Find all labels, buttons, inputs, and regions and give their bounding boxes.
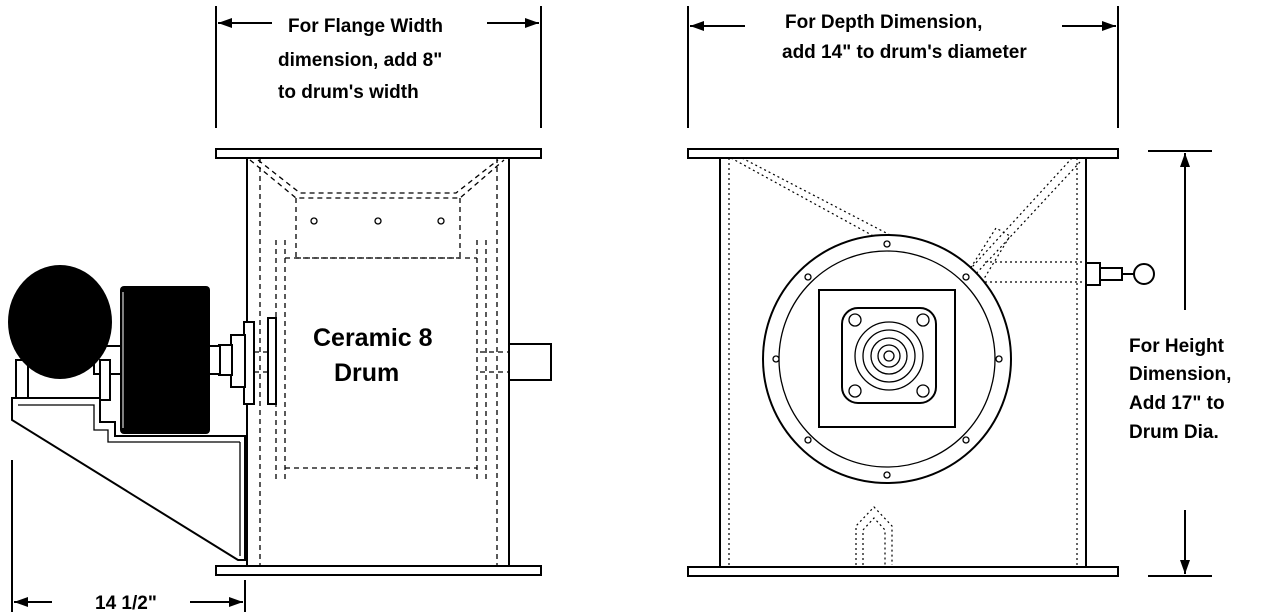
motor-end-cap [8, 265, 112, 379]
side-drum: Ceramic 8 Drum [275, 240, 487, 483]
depth-line-2: add 14" to drum's diameter [782, 42, 1027, 63]
front-bearing [818, 289, 956, 428]
side-shaft [480, 343, 552, 381]
flange-width-line-1: For Flange Width [288, 16, 443, 37]
height-line-2: Dimension, [1129, 364, 1231, 385]
depth-line-1: For Depth Dimension, [785, 12, 982, 33]
height-dimension: For Height Dimension, Add 17" to Drum Di… [1129, 150, 1231, 577]
front-view: For Depth Dimension, add 14" to drum's d… [687, 6, 1231, 577]
front-housing [687, 148, 1119, 577]
base-offset-dimension: 14 1/2" [11, 460, 246, 614]
height-line-3: Add 17" to [1129, 393, 1225, 414]
drum-label-line-1: Ceramic 8 [313, 324, 433, 352]
flange-width-dimension: For Flange Width dimension, add 8" to dr… [215, 6, 542, 128]
drum-label-line-2: Drum [334, 359, 399, 387]
depth-dimension: For Depth Dimension, add 14" to drum's d… [687, 6, 1119, 128]
front-hopper [730, 157, 1086, 565]
side-view: For Flange Width dimension, add 8" to dr… [8, 6, 552, 614]
front-handle [1085, 262, 1155, 286]
motor-body [120, 286, 210, 434]
flange-width-line-2: dimension, add 8" [278, 50, 442, 71]
flange-width-line-3: to drum's width [278, 82, 419, 103]
height-line-1: For Height [1129, 336, 1225, 357]
side-coupling [218, 317, 277, 405]
side-hopper [249, 159, 505, 259]
motor [8, 265, 221, 434]
height-line-4: Drum Dia. [1129, 422, 1219, 443]
base-offset-label: 14 1/2" [95, 593, 157, 614]
motor-bracket [11, 397, 246, 561]
